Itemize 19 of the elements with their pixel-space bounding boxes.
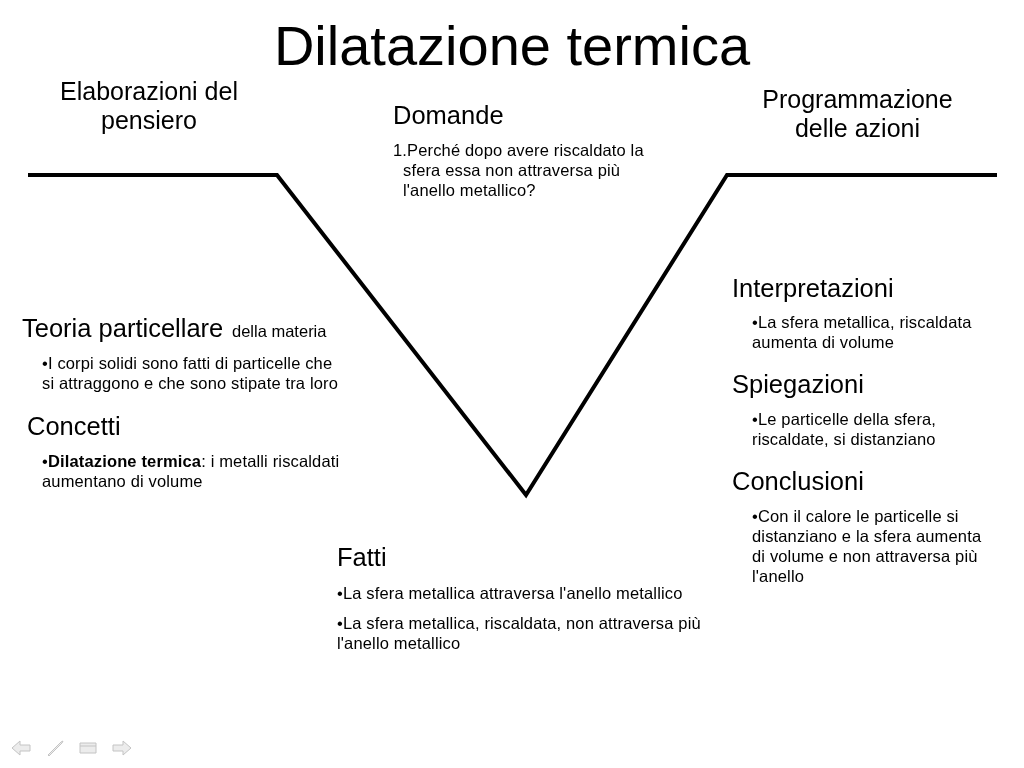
question-text: 1.Perché dopo avere riscaldato la sfera essa non attraversa più l'anello metallico? xyxy=(393,140,645,200)
section-heading: Fatti xyxy=(337,542,387,572)
bullet-text: •Con il calore le particelle si distanziano e la sfera aumenta di volume e non attraversa più l'anello xyxy=(752,506,983,586)
section-heading: Spiegazioni xyxy=(732,369,864,399)
column-heading: Programmazione delle azioni xyxy=(761,85,954,143)
section-heading: Concetti xyxy=(27,411,121,441)
section-heading: Interpretazioni xyxy=(732,273,894,303)
bullet-text: •La sfera metallica attraversa l'anello metallico xyxy=(337,583,684,603)
bullet-text: •La sfera metallica, riscaldata, non attraversa più l'anello metallico xyxy=(337,613,702,653)
bullet-text: •I corpi solidi sono fatti di particelle che si attraggono e che sono stipate tra loro xyxy=(42,353,339,393)
bullet-text: •Le particelle della sfera, riscaldate, si distanziano xyxy=(752,409,938,449)
heading-subtitle: della materia xyxy=(232,321,327,341)
section-heading: Teoria particellare xyxy=(22,313,224,343)
bullet-text: •Dilatazione termica: i metalli riscaldati aumentano di volume xyxy=(42,451,341,491)
section-heading: Conclusioni xyxy=(732,466,864,496)
diagram-title: Dilatazione termica xyxy=(273,14,751,78)
column-heading: Elaborazioni del pensiero xyxy=(59,77,239,135)
section-heading: Domande xyxy=(393,100,504,130)
bullet-text: •La sfera metallica, riscaldata aumenta di volume xyxy=(752,312,973,352)
